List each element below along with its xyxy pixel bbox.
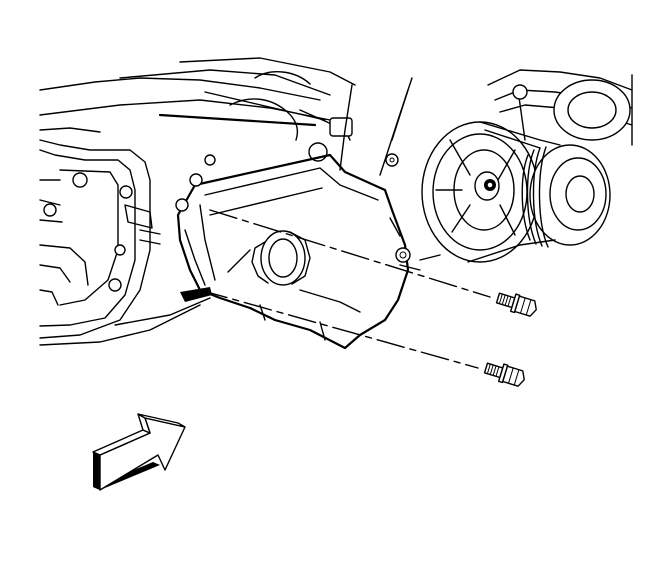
upper-bolt (495, 292, 537, 317)
alignment-lines (199, 209, 491, 369)
water-outlet (251, 230, 311, 286)
transmission-housing (39, 139, 212, 346)
engine-block (39, 57, 413, 176)
lower-bolt (483, 362, 525, 387)
accessory-pulley (467, 69, 633, 263)
balancer-pulley (421, 121, 539, 263)
front-cover (175, 153, 411, 350)
direction-arrow (92, 413, 186, 491)
